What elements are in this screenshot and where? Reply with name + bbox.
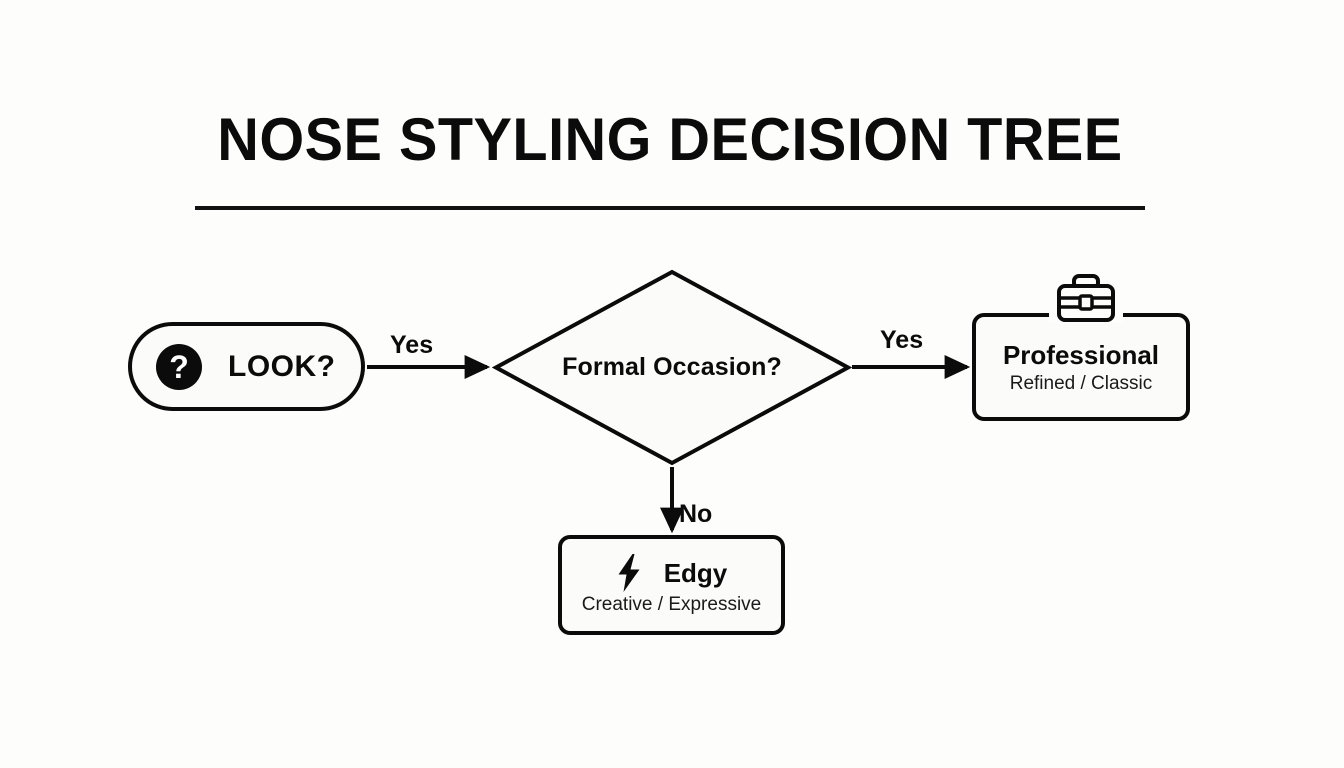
node-decision-formal-occasion[interactable]: Formal Occasion? [492, 268, 852, 467]
diamond-shape [492, 269, 852, 466]
node-outcome-professional[interactable]: Professional Refined / Classic [972, 313, 1190, 421]
title-block: NOSE STYLING DECISION TREE [195, 104, 1145, 210]
lightning-bolt-icon [618, 553, 640, 592]
node-edgy-title: Edgy [663, 557, 728, 588]
title-divider [195, 206, 1145, 210]
edge-label-start-to-decision: Yes [390, 331, 434, 359]
node-decision-label: Formal Occasion? [562, 353, 782, 381]
briefcase-icon [1049, 271, 1123, 323]
node-outcome-edgy[interactable]: Edgy Creative / Expressive [558, 535, 785, 635]
edgy-heading-row: Edgy [616, 553, 728, 592]
question-mark-icon: ? [156, 343, 202, 390]
node-edgy-subtitle: Creative / Expressive [581, 593, 762, 615]
node-start-label: LOOK? [228, 349, 336, 383]
node-professional-title: Professional [1002, 339, 1160, 370]
edge-label-decision-to-professional: Yes [880, 326, 924, 354]
node-start-look[interactable]: ? LOOK? [128, 322, 365, 411]
page-title: NOSE STYLING DECISION TREE [217, 106, 1123, 173]
node-professional-subtitle: Refined / Classic [1009, 372, 1153, 394]
edge-label-decision-to-edgy: No [679, 500, 713, 528]
